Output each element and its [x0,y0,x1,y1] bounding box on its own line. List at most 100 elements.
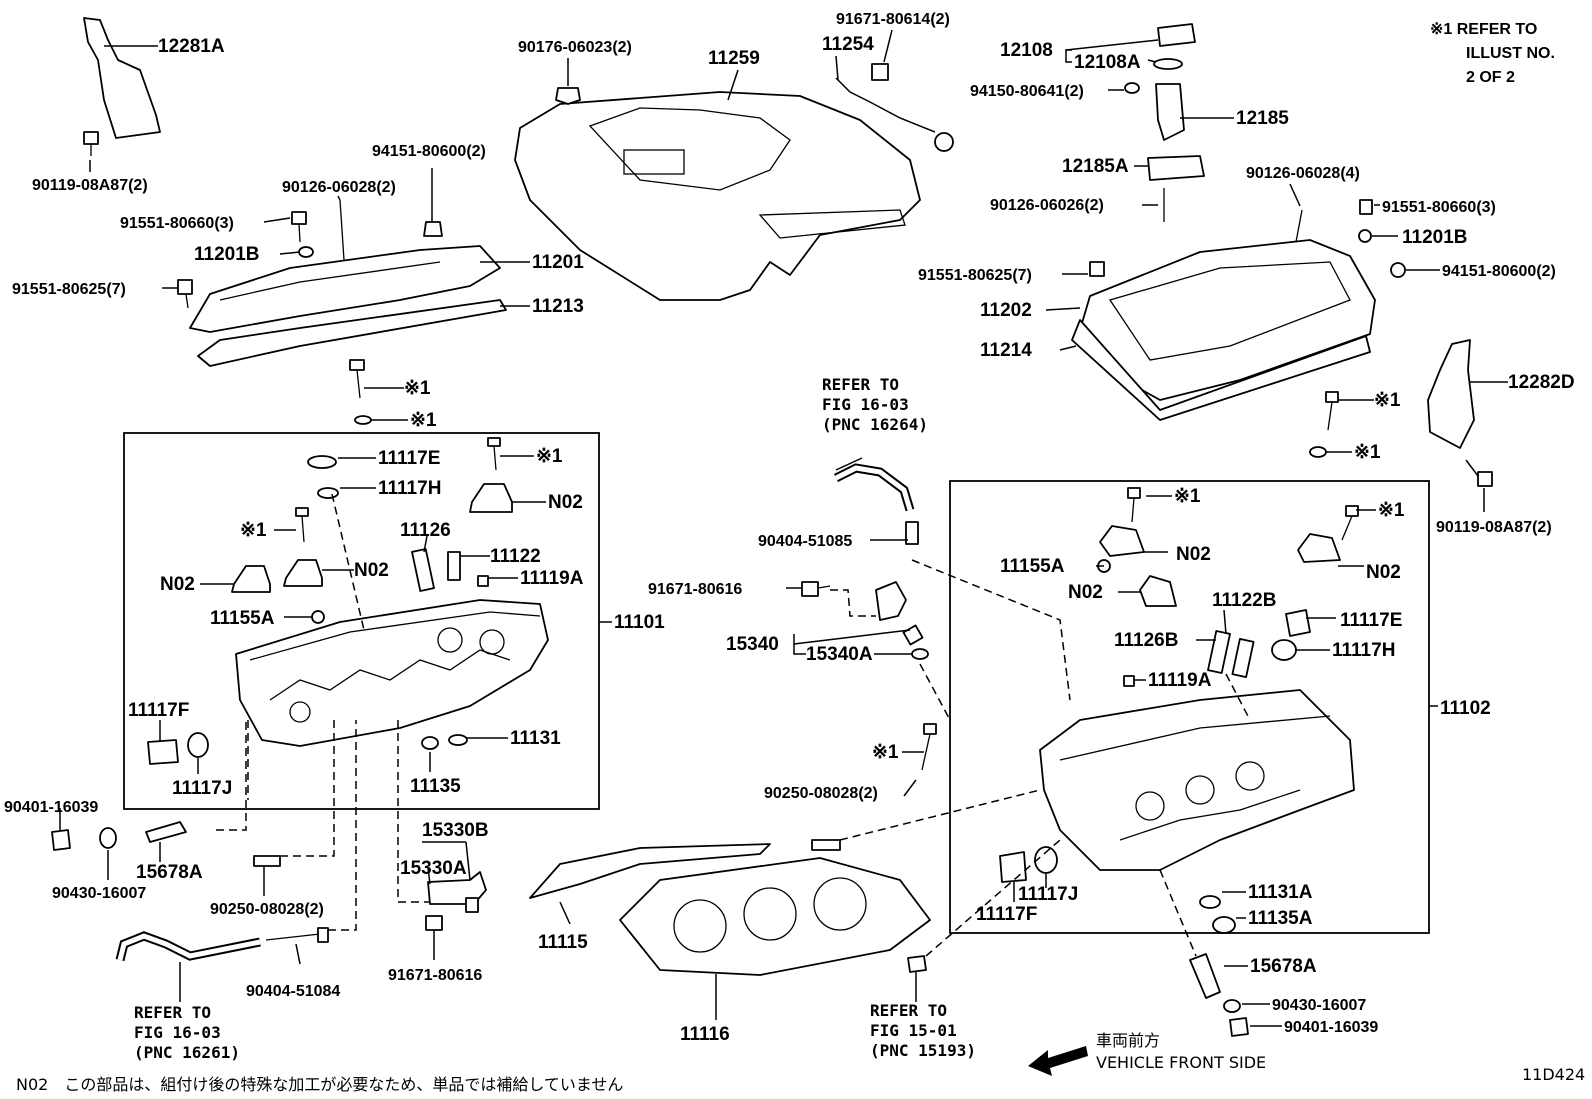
label-11117e-right: 11117E [1340,610,1402,631]
label-12108a: 12108A [1074,52,1141,73]
label-90176: 90176-06023(2) [518,39,632,56]
cylinder-head-11102 [1039,689,1355,871]
label-91551-80660-left: 91551-80660(3) [120,215,234,232]
label-91551-80660-right: 91551-80660(3) [1382,199,1496,216]
front-arrow-icon [1028,1046,1088,1076]
valve-cover-11201 [189,245,501,333]
label-n02-r1: N02 [1176,544,1211,565]
label-90250-mid: 90250-08028(2) [764,785,878,802]
label-15340: 15340 [726,634,779,655]
group-box-11102 [949,480,1430,934]
label-n02-1: N02 [548,492,583,513]
label-11201: 11201 [532,252,584,273]
bolt-90119-left [83,131,99,156]
label-90119-right: 90119-08A87(2) [1436,519,1552,536]
oil-control-valve-15340 [875,581,907,621]
dashed-lines [216,493,1251,957]
label-star-1: ※1 [404,378,431,399]
front-label-jp: 車両前方 [1096,1031,1160,1050]
label-11201b-right: 11201B [1402,227,1468,248]
label-91671-80616-bottom: 91671-80616 [388,967,482,984]
engine-cover-11259 [514,91,921,301]
corner-note-line-1: ※1 REFER TO [1430,21,1537,38]
label-11117j-right: 11117J [1018,884,1078,905]
group-box-11101 [123,432,600,810]
part-labels: 12281A 90119-08A87(2) 90176-06023(2) 112… [4,11,1585,1094]
label-15330a: 15330A [400,858,467,879]
label-star-7: ※1 [1354,442,1381,463]
label-90401-left: 90401-16039 [4,799,98,816]
label-12108: 12108 [1000,40,1053,61]
label-11135: 11135 [410,776,461,797]
label-11131: 11131 [510,728,561,749]
label-11202: 11202 [980,300,1032,321]
label-11117f-left: 11117F [128,700,189,721]
label-n02-r3: N02 [1366,562,1401,583]
ref-bottom-mid-line-2: FIG 15-01 [870,1021,957,1040]
cylinder-head-11101 [235,599,549,747]
part-drawings [51,17,1493,1037]
label-11117j-left: 11117J [172,778,232,799]
label-11119a-right: 11119A [1148,670,1212,691]
label-11102: 11102 [1440,698,1491,719]
label-11135a: 11135A [1248,908,1313,929]
label-11122b: 11122B [1212,590,1276,611]
gasket-11213 [197,299,507,367]
label-11117h-left: 11117H [378,478,441,499]
filler-tube-12185 [1155,83,1185,141]
label-90430-left: 90430-16007 [52,885,146,902]
ref-bottom-left-line-1: REFER TO [134,1003,211,1022]
label-11126: 11126 [400,520,451,541]
label-11214: 11214 [980,340,1032,361]
label-11259: 11259 [708,48,760,69]
bracket-12282d [1427,339,1475,449]
ref-bottom-left-line-3: (PNC 16261) [134,1043,240,1062]
label-90250-left: 90250-08028(2) [210,901,324,918]
plug-11117f-left [147,739,179,765]
gasket-12185a [1147,155,1205,181]
label-91551-80625-left: 91551-80625(7) [12,281,126,298]
corner-note-line-2: ILLUST NO. [1466,45,1555,62]
oil-cap-12108 [1157,23,1196,47]
label-11126b: 11126B [1114,630,1178,651]
label-94151-right: 94151-80600(2) [1442,263,1556,280]
label-94150: 94150-80641(2) [970,83,1084,100]
head-gasket-11116 [619,857,931,976]
label-n02-r2: N02 [1068,582,1103,603]
ref-bottom-mid-line-3: (PNC 15193) [870,1041,976,1060]
front-label-en: VEHICLE FRONT SIDE [1096,1053,1266,1072]
label-91551-80625-right: 91551-80625(7) [918,267,1032,284]
label-12281a: 12281A [158,36,225,57]
label-n02-3: N02 [160,574,195,595]
label-90401-right: 90401-16039 [1284,1019,1378,1036]
gasket-11115 [529,843,771,899]
ref-top-line-1: REFER TO [822,375,899,394]
label-11122: 11122 [490,546,541,567]
label-11155a-left: 11155A [210,608,275,629]
label-15330b: 15330B [422,820,489,841]
label-11155a-right: 11155A [1000,556,1065,577]
leader-lines [59,29,1508,1027]
label-90404-51085: 90404-51085 [758,533,852,550]
ref-bottom-left-line-2: FIG 16-03 [134,1023,221,1042]
ref-bottom-mid-line-1: REFER TO [870,1001,947,1020]
bracket-12281a [83,17,161,139]
label-11201b-left: 11201B [194,244,260,265]
label-11115: 11115 [538,932,588,953]
wire-11254 [835,77,936,133]
label-11117e-left: 11117E [378,448,440,469]
footnote: N02 この部品は、組付け後の特殊な加工が必要なため、単品では補給していません [16,1075,623,1094]
label-star-9: ※1 [1378,500,1405,521]
label-91671-80614: 91671-80614(2) [836,11,950,28]
diagram-id: 11D424 [1522,1065,1585,1084]
plug-11117f-right [999,851,1027,883]
label-11101: 11101 [614,612,665,633]
label-11117h-right: 11117H [1332,640,1395,661]
label-star-6: ※1 [1374,390,1401,411]
label-11213: 11213 [532,296,584,317]
label-15678a-left: 15678A [136,862,203,883]
label-90126-06028-4: 90126-06028(4) [1246,165,1360,182]
label-star-4: ※1 [240,520,267,541]
label-12282d: 12282D [1508,372,1575,393]
